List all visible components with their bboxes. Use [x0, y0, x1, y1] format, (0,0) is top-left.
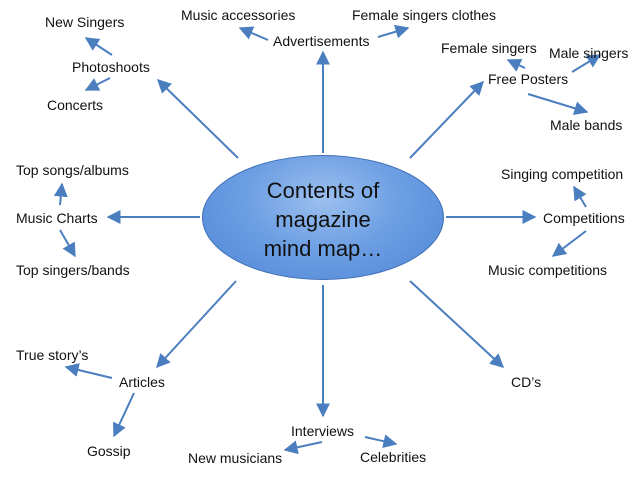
- arrow-to-top-singers: [59, 229, 76, 258]
- arrow-to-female-singers: [506, 59, 526, 72]
- arrow-to-music-accessories: [238, 26, 269, 41]
- node-singing-competition: Singing competition: [501, 166, 624, 182]
- node-music-competitions: Music competitions: [488, 262, 608, 278]
- arrow-to-top-songs: [53, 182, 68, 206]
- node-true-storys: True story’s: [16, 347, 89, 363]
- node-top-singers-bands: Top singers/bands: [16, 262, 130, 278]
- node-music-accessories: Music accessories: [181, 7, 296, 23]
- branch-competitions: Competitions: [543, 210, 625, 226]
- arrow-to-male-singers: [571, 54, 602, 73]
- node-female-singers-clothes: Female singers clothes: [352, 7, 496, 23]
- arrow-to-music-competitions: [551, 230, 587, 257]
- branch-articles: Articles: [119, 374, 165, 390]
- center-node-text: Contents of magazine mind map…: [202, 176, 444, 263]
- arrow-to-free-posters: [409, 80, 484, 159]
- branch-advertisements: Advertisements: [273, 33, 370, 49]
- arrow-to-articles: [156, 280, 237, 369]
- center-line-1: Contents of: [266, 178, 380, 203]
- arrow-to-photoshoots: [156, 79, 239, 159]
- arrow-to-female-singers-clothes: [377, 24, 410, 39]
- arrow-to-new-singers: [84, 37, 113, 56]
- arrow-to-celebrities: [364, 434, 398, 449]
- arrow-to-cds: [409, 280, 505, 368]
- node-concerts: Concerts: [47, 97, 104, 113]
- branch-interviews: Interviews: [291, 423, 355, 439]
- node-new-musicians: New musicians: [188, 450, 283, 466]
- center-line-3: mind map…: [263, 236, 383, 261]
- branch-music-charts: Music Charts: [16, 210, 98, 226]
- arrow-to-new-musicians: [283, 440, 323, 455]
- arrow-to-concerts: [84, 77, 111, 91]
- arrow-to-gossip: [112, 392, 135, 438]
- node-gossip: Gossip: [87, 443, 131, 459]
- arrow-to-male-bands: [527, 93, 589, 116]
- center-line-2: magazine: [275, 207, 371, 232]
- branch-free-posters: Free Posters: [488, 71, 569, 87]
- center-node: [202, 155, 444, 280]
- node-male-singers: Male singers: [549, 45, 629, 61]
- arrow-to-singing-competition: [573, 185, 587, 208]
- node-male-bands: Male bands: [550, 117, 623, 133]
- node-female-singers: Female singers: [441, 40, 537, 56]
- node-celebrities: Celebrities: [360, 449, 427, 465]
- node-top-songs-albums: Top songs/albums: [16, 162, 129, 178]
- branch-cds: CD’s: [511, 374, 542, 390]
- arrow-to-true-storys: [64, 363, 113, 379]
- branch-photoshoots: Photoshoots: [72, 59, 150, 75]
- node-new-singers: New Singers: [45, 14, 125, 30]
